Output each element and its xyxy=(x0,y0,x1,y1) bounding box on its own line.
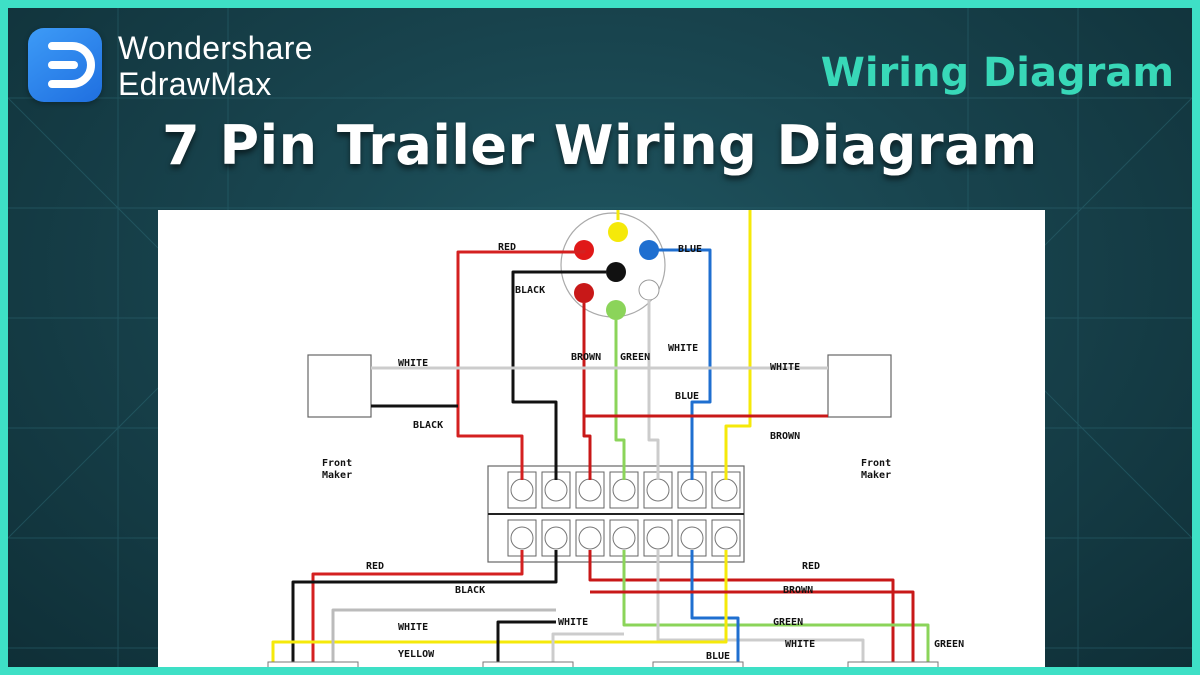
edrawmax-logo-icon xyxy=(28,28,102,102)
seven-pin-connector xyxy=(560,212,666,320)
wires-top xyxy=(371,210,828,480)
label-white-right: WHITE xyxy=(770,362,800,373)
page-title: 7 Pin Trailer Wiring Diagram xyxy=(162,114,1038,177)
front-marker-left-line2: Maker xyxy=(322,470,352,481)
wiring-diagram-canvas: RED BLUE BLACK BROWN GREEN WHITE WHITE W… xyxy=(158,210,1045,667)
label-white-bottom-left: WHITE xyxy=(398,622,428,633)
wires-bottom xyxy=(271,550,930,667)
label-black-left: BLACK xyxy=(413,420,443,431)
marker-light-right xyxy=(827,354,892,418)
front-marker-left-line1: Front xyxy=(322,458,352,469)
label-black-bottom: BLACK xyxy=(455,585,485,596)
thumbnail-frame: Wondershare EdrawMax Wiring Diagram 7 Pi… xyxy=(8,8,1192,667)
wiring-diagram: RED BLUE BLACK BROWN GREEN WHITE WHITE W… xyxy=(267,210,964,667)
label-blue-mid: BLUE xyxy=(675,391,699,402)
marker-light-left xyxy=(307,354,372,418)
brand-line-2: EdrawMax xyxy=(118,66,272,102)
label-green-mid: GREEN xyxy=(620,352,650,363)
label-black-top: BLACK xyxy=(515,285,545,296)
label-brown-right: BROWN xyxy=(770,431,800,442)
label-yellow-bottom: YELLOW xyxy=(398,649,435,660)
label-white-bottom-mid: WHITE xyxy=(558,617,588,628)
front-marker-right-line1: Front xyxy=(861,458,891,469)
label-green-bottom-right: GREEN xyxy=(934,639,964,650)
front-marker-right-line2: Maker xyxy=(861,470,891,481)
label-white-left: WHITE xyxy=(398,358,428,369)
label-red-bottom-left: RED xyxy=(366,561,384,572)
brand-name: Wondershare EdrawMax xyxy=(118,30,313,102)
label-blue-top: BLUE xyxy=(678,244,702,255)
label-brown-mid: BROWN xyxy=(571,352,601,363)
label-red-top: RED xyxy=(498,242,516,253)
label-white-mid: WHITE xyxy=(668,343,698,354)
label-green-bottom: GREEN xyxy=(773,617,803,628)
tagline: Wiring Diagram xyxy=(820,50,1174,96)
terminal-block xyxy=(487,465,745,563)
label-brown-bottom: BROWN xyxy=(783,585,813,596)
label-white-bottom-right: WHITE xyxy=(785,639,815,650)
brand-line-1: Wondershare xyxy=(118,30,313,66)
label-blue-bottom: BLUE xyxy=(706,651,730,662)
label-red-bottom-right: RED xyxy=(802,561,820,572)
